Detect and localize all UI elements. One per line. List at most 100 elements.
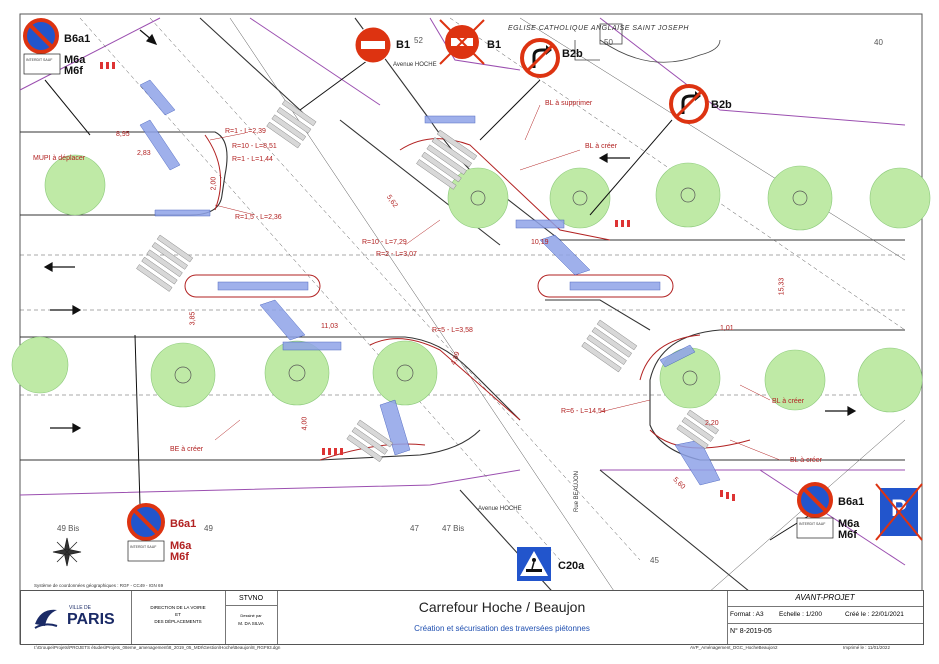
- drawing-number: N° 8-2019-05: [730, 628, 772, 635]
- sign-code-b1: B1: [396, 39, 411, 51]
- annotation-bl-supprimer: BL à supprimer: [545, 100, 593, 107]
- sign-code-b6a1: B6a1: [64, 33, 91, 45]
- building-number: 52: [414, 36, 423, 45]
- radius-label: R=6 - L=14,54: [561, 408, 606, 415]
- zebra-crossings: [136, 99, 719, 463]
- city-small: VILLE DE: [69, 605, 91, 611]
- designer-name: M. DA SILVA: [238, 621, 264, 626]
- sign-code-m6a: M6a: [64, 54, 86, 66]
- sign-code-b1-crossed: B1: [487, 39, 502, 51]
- radius-label: R=5 - L=3,58: [432, 327, 473, 334]
- radius-label: R=1 - L=1,44: [232, 156, 273, 163]
- radius-label: R=1 - L=2,39: [225, 128, 266, 135]
- north-compass: [52, 537, 82, 567]
- designer-label: Dessiné par: [240, 613, 262, 618]
- meta-cell: AVANT-PROJET Format : A3 Echelle : 1/200…: [727, 591, 923, 644]
- sign-code-b2b: B2b: [562, 48, 583, 60]
- radius-label: R=2 - L=3,07: [376, 251, 417, 258]
- radius-label: R=1,5 - L=2,36: [235, 214, 282, 221]
- dimension-label: 2,20: [705, 420, 719, 427]
- service-cell: STVNO Dessiné par M. DA SILVA: [225, 591, 278, 644]
- no-parking-sign-icon: [127, 503, 165, 541]
- street-label-rue-beaujon: Rue BEAUJON: [574, 470, 580, 512]
- file-path: I:\Groupe\Projets\PROJETS études\Projets…: [34, 645, 281, 650]
- radius-label: R=10 - L=7,29: [362, 239, 407, 246]
- church-outline: [574, 23, 721, 63]
- project-title: Carrefour Hoche / Beaujon: [418, 599, 586, 615]
- no-entry-sign-icon: [354, 26, 392, 64]
- pedestrian-crossing-sign-icon: [517, 547, 551, 581]
- building-number: 49 Bis: [57, 524, 80, 533]
- no-right-turn-sign-icon: [520, 38, 560, 78]
- service-code: STVNO: [238, 595, 264, 602]
- dimension-label: 4,00: [301, 416, 309, 431]
- direction-line: DIRECTION DE LA VOIRIE: [150, 605, 206, 610]
- sign-code-m6a-bottom: M6a: [170, 540, 192, 552]
- building-number: 45: [650, 556, 659, 565]
- dimension-label: 1,01: [720, 325, 734, 332]
- trees: [11, 154, 931, 413]
- paris-logo-icon: [34, 609, 58, 629]
- sign-code-m6a-right: M6a: [838, 518, 860, 530]
- no-right-turn-sign-icon: [669, 84, 709, 124]
- dimension-label: 3,85: [189, 311, 197, 326]
- dimension-label: 8,95: [116, 131, 130, 138]
- traffic-arrows: [43, 29, 857, 434]
- building-number: 40: [874, 38, 883, 47]
- tree-trunks: [174, 187, 808, 386]
- city-name: PARIS: [67, 611, 115, 628]
- annotation-bl-creer: BL à créer: [585, 143, 618, 150]
- logo-cell: VILLE DE PARIS: [21, 591, 132, 644]
- building-number: 50: [604, 38, 613, 47]
- format: Format : A3: [730, 611, 764, 618]
- annotation-bl-creer-bottom: BL à créer: [790, 457, 823, 464]
- sub-panel: [127, 540, 165, 562]
- sign-code-c20a: C20a: [558, 560, 585, 572]
- no-entry-sign-crossed-icon: [439, 19, 485, 65]
- no-parking-sign-icon: [23, 18, 59, 54]
- sign-code-b6a1-right: B6a1: [838, 496, 865, 508]
- print-date: Imprimé le : 11/01/2022: [843, 645, 890, 650]
- project-phase: AVANT-PROJET: [795, 593, 855, 602]
- project-subtitle: Création et sécurisation des traversées …: [414, 624, 590, 633]
- annotation-bl-creer-right: BL à créer: [772, 398, 805, 405]
- dimension-label: 10,19: [531, 239, 549, 246]
- dimension-label: 2,00: [210, 176, 218, 191]
- sub-panel-text: INTERDIT SAUF: [130, 545, 157, 549]
- sign-code-b6a1-bottom: B6a1: [170, 518, 197, 530]
- sign-code-b2b-right: B2b: [711, 99, 732, 111]
- svg-text:P: P: [891, 495, 907, 522]
- church-label: EGLISE CATHOLIQUE ANGLAISE SAINT JOSEPH: [508, 25, 689, 32]
- sign-code-m6f-bottom: M6f: [170, 551, 189, 563]
- dimension-label: 11,03: [321, 323, 338, 330]
- direction-line: ET: [175, 612, 181, 617]
- blue-hatch-bands: [139, 79, 721, 486]
- parking-marks: [100, 62, 735, 501]
- parking-sign-crossed-icon: P: [875, 483, 923, 541]
- dimension-label: 2,83: [137, 150, 151, 157]
- title-cell: Carrefour Hoche / Beaujon Création et sé…: [277, 591, 728, 644]
- direction-cell: DIRECTION DE LA VOIRIE ET DES DÉPLACEMEN…: [131, 591, 226, 644]
- building-number: 49: [204, 524, 213, 533]
- sub-panel: [23, 53, 61, 75]
- sign-posts: [44, 54, 811, 541]
- sign-code-m6f-right: M6f: [838, 529, 857, 541]
- coordinate-system-note: Système de coordonnées géographiques : R…: [34, 583, 164, 588]
- scale: Echelle : 1/200: [779, 611, 823, 618]
- direction-line: DES DÉPLACEMENTS: [154, 619, 202, 624]
- annotation-be-creer: BE à créer: [170, 446, 204, 453]
- annotation-mupi: MUPI à déplacer: [33, 155, 86, 162]
- street-label-avenue-hoche-bottom: Avenue HOCHE: [478, 506, 522, 512]
- sign-code-m6f: M6f: [64, 65, 83, 77]
- building-number: 47 Bis: [442, 524, 465, 533]
- creation-date: Créé le : 22/01/2021: [845, 611, 904, 618]
- title-block: VILLE DE PARIS DIRECTION DE LA VOIRIE ET…: [20, 590, 924, 645]
- radius-label: R=10 - L=8,51: [232, 143, 277, 150]
- sub-panel-text: INTERDIT SAUF: [26, 58, 53, 62]
- sub-panel-text: INTERDIT SAUF: [799, 522, 826, 526]
- sub-panel: [796, 517, 834, 539]
- file-name: AVP_Aménagement_DGC_HocheBeaujon2: [690, 645, 778, 650]
- leader-lines: [209, 104, 781, 461]
